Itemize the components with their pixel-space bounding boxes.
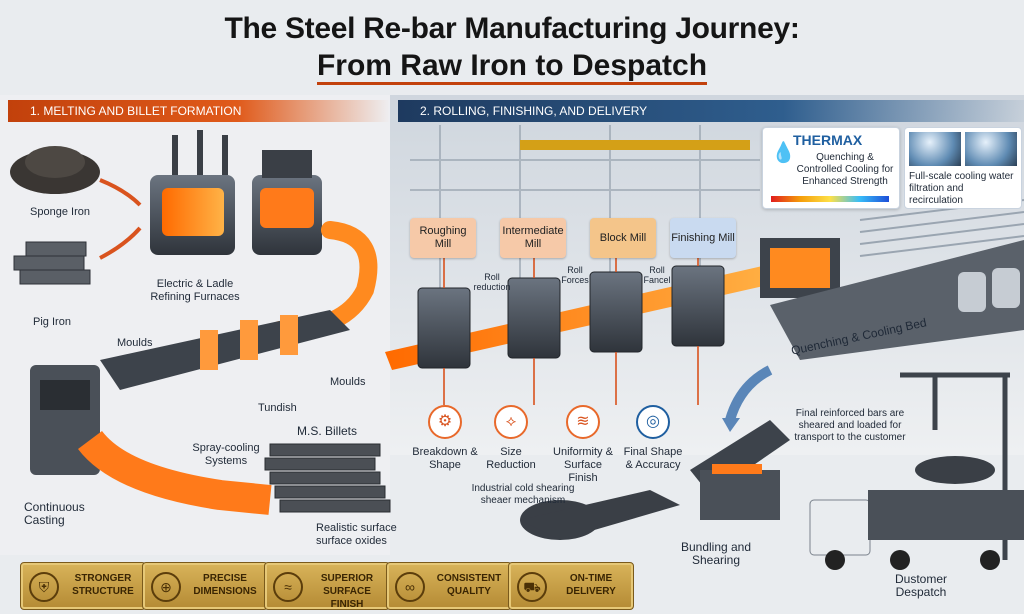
label-tundish: Tundish: [258, 402, 297, 414]
mill-block: Block Mill: [590, 218, 656, 258]
label-pig-iron: Pig Iron: [33, 316, 71, 328]
badge-surface-finish: ≈ SUPERIOR SURFACE FINISH: [264, 562, 390, 610]
label-despatch: Dustomer Despatch: [894, 572, 947, 599]
section-header-melting: 1. MELTING AND BILLET FORMATION: [8, 100, 390, 122]
temperature-gradient-bar: [771, 196, 889, 202]
step-label-breakdown: Breakdown & Shape: [412, 446, 478, 471]
shearing-machine: [690, 420, 790, 520]
final-bars-note: Final reinforced bars are sheared and lo…: [794, 408, 906, 443]
badge-on-time-delivery: ⛟ ON-TIME DELIVERY: [508, 562, 634, 610]
continuous-caster: [30, 310, 350, 515]
mill-roughing-label: Roughing Mill: [419, 225, 467, 250]
page-title: The Steel Re-bar Manufacturing Journey:: [224, 12, 800, 45]
label-billets: M.S. Billets: [297, 424, 358, 438]
label-continuous-casting: Continuous Casting: [24, 500, 85, 527]
truck-icon: ⛟: [517, 572, 547, 602]
badge-precise-dimensions: ⊕ PRECISE DIMENSIONS: [142, 562, 268, 610]
spray-photo-2: [965, 132, 1017, 166]
link-icon: ∞: [395, 572, 425, 602]
label-moulds-right: Moulds: [330, 376, 366, 388]
cooling-bed: [770, 240, 1024, 360]
filtration-callout: Full-scale cooling water filtration and …: [904, 127, 1022, 209]
badge-consistent-quality: ∞ CONSISTENT QUALITY: [386, 562, 512, 610]
badge-label: CONSISTENT QUALITY: [436, 573, 502, 597]
badge-label: SUPERIOR SURFACE FINISH: [320, 573, 374, 610]
thermax-callout: 💧 THERMAX Quenching & Controlled Cooling…: [762, 127, 900, 209]
furnaces: [150, 130, 322, 255]
gear-icon: ⚙: [428, 405, 462, 439]
pig-iron-stack: [13, 241, 91, 285]
crosshair-icon: ⊕: [151, 572, 181, 602]
mill-intermediate: Intermediate Mill: [500, 218, 566, 258]
section-header-rolling: 2. ROLLING, FINISHING, AND DELIVERY: [398, 100, 1024, 122]
thermax-title: THERMAX: [793, 132, 863, 148]
note-roll-reduction: Roll reduction: [473, 272, 511, 292]
mill-finishing: Finishing Mill: [670, 218, 736, 258]
step-label-final-shape: Final Shape & Accuracy: [623, 446, 683, 471]
mill-stands: [417, 265, 725, 369]
label-spray-cooling: Spray-cooling Systems: [192, 442, 260, 467]
label-bundling: Bundling and Shearing: [680, 540, 752, 567]
step-label-size-reduction: Size Reduction: [486, 446, 536, 471]
page-subtitle: From Raw Iron to Despatch: [0, 49, 1024, 85]
label-surface-oxides: Realistic surface surface oxides: [316, 522, 397, 547]
filtration-text: Full-scale cooling water filtration and …: [909, 171, 1014, 206]
badge-stronger-structure: ⛨ STRONGER STRUCTURE: [20, 562, 146, 610]
mill-finishing-label: Finishing Mill: [671, 231, 735, 244]
label-moulds-top: Moulds: [117, 337, 153, 349]
page-subtitle-text: From Raw Iron to Despatch: [316, 49, 708, 85]
truck: [809, 456, 1024, 570]
mill-block-label: Block Mill: [599, 231, 647, 244]
spray-photo-1: [909, 132, 961, 166]
rebar-bundle: [520, 490, 680, 540]
nodes-icon: ⟡: [494, 405, 528, 439]
target-icon: ◎: [636, 405, 670, 439]
thermax-description: Quenching & Controlled Cooling for Enhan…: [796, 152, 894, 187]
coil-icon: ≋: [566, 405, 600, 439]
label-sponge-iron: Sponge Iron: [30, 206, 90, 218]
shield-icon: ⛨: [29, 572, 59, 602]
badge-label: STRONGER STRUCTURE: [72, 573, 134, 597]
label-furnaces: Electric & Ladle Refining Furnaces: [150, 278, 240, 303]
note-roll-fancel: Roll Fancel: [643, 265, 671, 285]
mill-roughing: Roughing Mill: [410, 218, 476, 258]
badge-label: PRECISE DIMENSIONS: [193, 573, 257, 597]
note-roll-forces: Roll Forces: [561, 265, 589, 285]
step-label-uniformity: Uniformity & Surface Finish: [553, 446, 613, 484]
mill-intermediate-label: Intermediate Mill: [502, 225, 564, 250]
wave-icon: ≈: [273, 572, 303, 602]
water-drop-icon: 💧: [771, 142, 796, 164]
badge-label: ON-TIME DELIVERY: [566, 573, 616, 597]
billet-stack: [264, 443, 391, 513]
shear-mechanism-note: Industrial cold shearing sheaer mechanis…: [471, 483, 575, 506]
